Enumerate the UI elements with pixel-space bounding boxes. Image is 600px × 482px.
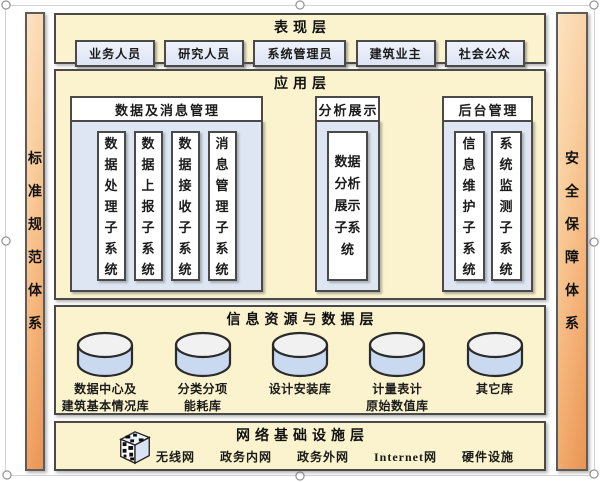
subsystem-box: 数据分析展示子系统: [327, 131, 368, 281]
subsystem-box: 信息维护子系统: [453, 131, 485, 281]
network-layer-title: 网络基础设施层: [236, 429, 369, 444]
security-system-label: 安全保障体系: [565, 151, 579, 332]
database-cell: 计量表计 原始数值库: [349, 331, 445, 415]
analysis-display-group: 分析展示 数据分析展示子系统: [315, 96, 380, 292]
network-item: 政务外网: [297, 450, 350, 464]
standards-system-pillar: 标准规范体系: [25, 12, 45, 471]
database-label: 设计安装库: [268, 382, 332, 396]
group-body: 信息维护子系统 系统监测子系统: [442, 120, 533, 292]
selection-handle-middle-left[interactable]: [1, 236, 11, 246]
user-role-box: 建筑业主: [355, 40, 436, 67]
standards-system-label: 标准规范体系: [28, 151, 42, 332]
selection-handle-top-center[interactable]: [295, 0, 305, 10]
user-role-box: 系统管理员: [253, 40, 347, 67]
security-system-pillar: 安全保障体系: [556, 12, 588, 471]
presentation-layer-panel: 表现层 业务人员 研究人员 系统管理员 建筑业主 社会公众: [54, 13, 546, 67]
group-body: 数据分析展示子系统: [315, 120, 380, 292]
user-role-box: 业务人员: [75, 40, 156, 67]
subsystem-box: 系统监测子系统: [490, 131, 522, 281]
subsystem-label: 信息维护子系统: [462, 135, 476, 277]
database-cell: 分类分项 能耗库: [155, 331, 251, 415]
database-label: 计量表计 原始数值库: [366, 382, 429, 413]
application-layer-panel: 应用层 数据及消息管理 数据处理子系统 数据上报子系统 数据接收子系统 消息管理…: [54, 69, 546, 300]
selection-handle-middle-right[interactable]: [589, 237, 599, 247]
selection-handle-bottom-right[interactable]: [589, 469, 599, 479]
database-cylinder-icon: [271, 331, 329, 378]
presentation-layer-title: 表现层: [274, 21, 331, 36]
database-cell: 数据中心及 建筑基本情况库: [57, 331, 153, 415]
subsystem-label: 数据接收子系统: [178, 135, 192, 277]
selection-handle-top-left[interactable]: [1, 0, 11, 10]
subsystem-label: 数据处理子系统: [104, 135, 118, 277]
subsystem-box: 消息管理子系统: [207, 131, 237, 281]
network-cube-icon: [119, 431, 151, 465]
subsystem-box: 数据接收子系统: [170, 131, 200, 281]
group-title: 分析展示: [315, 96, 380, 122]
database-cell: 设计安装库: [252, 331, 348, 398]
database-row: 数据中心及 建筑基本情况库 分类分项 能耗库 设计安装库: [56, 331, 544, 415]
data-layer-panel: 信息资源与数据层 数据中心及 建筑基本情况库 分类分项 能耗库: [54, 305, 546, 415]
subsystem-label: 系统监测子系统: [499, 135, 513, 277]
database-label: 数据中心及 建筑基本情况库: [61, 382, 150, 413]
selection-handle-top-right[interactable]: [589, 0, 599, 10]
data-message-management-group: 数据及消息管理 数据处理子系统 数据上报子系统 数据接收子系统 消息管理子系统: [70, 96, 263, 292]
application-layer-title: 应用层: [274, 77, 331, 92]
network-item: 硬件设施: [461, 450, 514, 464]
subsystem-label: 消息管理子系统: [215, 135, 229, 277]
subsystem-label: 数据上报子系统: [141, 135, 155, 277]
user-role-box: 研究人员: [164, 40, 245, 67]
network-item: 政务内网: [220, 450, 273, 464]
user-role-box: 社会公众: [444, 40, 525, 67]
network-item: Internet网: [374, 450, 437, 464]
database-cylinder-icon: [369, 331, 426, 378]
group-title: 后台管理: [442, 96, 533, 122]
group-title: 数据及消息管理: [70, 96, 263, 122]
database-label: 分类分项 能耗库: [177, 382, 228, 413]
network-layer-panel: 网络基础设施层 无线网 政务内网 政务外网 Internet网: [54, 421, 546, 471]
subsystem-label: 数据分析展示子系统: [334, 154, 361, 257]
database-cylinder-icon: [174, 331, 231, 378]
user-role-row: 业务人员 研究人员 系统管理员 建筑业主 社会公众: [56, 40, 544, 67]
subsystem-box: 数据上报子系统: [133, 131, 163, 281]
selection-handle-bottom-center[interactable]: [295, 471, 305, 481]
network-item: 无线网: [156, 450, 196, 464]
database-cylinder-icon: [77, 331, 134, 378]
database-cell: 其它库: [447, 331, 543, 398]
network-items-row: 无线网 政务内网 政务外网 Internet网 硬件设施: [156, 448, 514, 465]
database-label: 其它库: [475, 382, 514, 396]
database-cylinder-icon: [466, 331, 523, 378]
data-layer-title: 信息资源与数据层: [226, 313, 379, 328]
selection-handle-bottom-left[interactable]: [2, 470, 12, 480]
subsystem-box: 数据处理子系统: [96, 131, 126, 281]
backend-management-group: 后台管理 信息维护子系统 系统监测子系统: [442, 96, 533, 292]
group-body: 数据处理子系统 数据上报子系统 数据接收子系统 消息管理子系统: [70, 120, 263, 292]
